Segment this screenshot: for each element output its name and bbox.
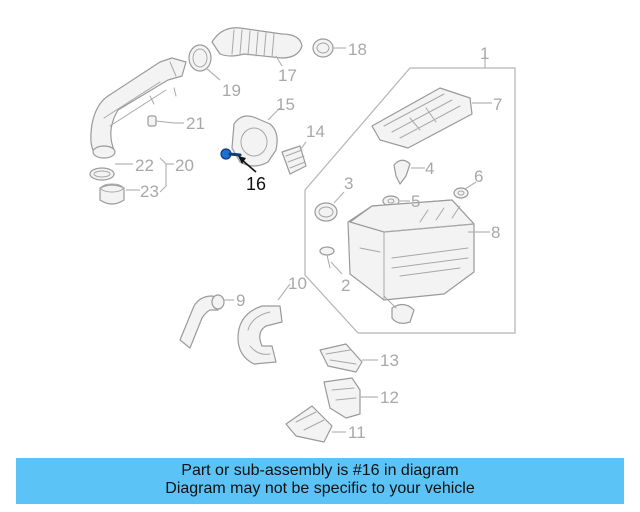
parts-diagram: 1 2 3 4 5 6 7 8 9 10 11 12 13 14 15 16 1… bbox=[89, 27, 516, 443]
callout-12: 12 bbox=[380, 388, 399, 407]
callout-15: 15 bbox=[276, 95, 295, 114]
callout-13: 13 bbox=[380, 351, 399, 370]
part-14-sleeve bbox=[281, 141, 307, 175]
part-13-cover bbox=[319, 343, 378, 373]
callout-1: 1 bbox=[480, 44, 489, 63]
callout-21: 21 bbox=[186, 114, 205, 133]
callout-3: 3 bbox=[344, 174, 353, 193]
callout-22: 22 bbox=[135, 156, 154, 175]
callout-4: 4 bbox=[425, 159, 434, 178]
callout-7: 7 bbox=[493, 95, 502, 114]
part-22-clamp bbox=[89, 167, 115, 181]
callout-11: 11 bbox=[348, 423, 366, 442]
part-12-bracket bbox=[323, 377, 378, 419]
part-20-intake-pipe bbox=[90, 57, 187, 159]
callout-18: 18 bbox=[348, 40, 367, 59]
callout-14: 14 bbox=[306, 122, 325, 141]
part-6-grommet bbox=[453, 181, 477, 199]
part-3-seal-ring bbox=[314, 191, 345, 222]
part-9-hose bbox=[179, 294, 234, 349]
callout-10: 10 bbox=[288, 274, 307, 293]
air-cleaner-assembly-outline bbox=[304, 55, 516, 334]
callout-5: 5 bbox=[411, 192, 420, 211]
callout-16: 16 bbox=[246, 174, 266, 194]
part-23-seal bbox=[99, 183, 125, 205]
callout-23: 23 bbox=[140, 182, 159, 201]
part-20-22-23-leaders bbox=[115, 157, 174, 193]
part-18-hose-clamp bbox=[312, 38, 346, 58]
part-7-upper-cover bbox=[371, 87, 492, 149]
banner-line-part-number: Part or sub-assembly is #16 in diagram bbox=[181, 462, 459, 479]
part-8-air-cleaner-housing bbox=[347, 199, 490, 324]
part-19-hose-clamp bbox=[188, 44, 221, 81]
part-17-intake-hose bbox=[211, 27, 303, 67]
callout-19: 19 bbox=[222, 81, 241, 100]
callout-8: 8 bbox=[491, 223, 500, 242]
callout-9: 9 bbox=[236, 291, 245, 310]
callout-2: 2 bbox=[341, 276, 350, 295]
callout-17: 17 bbox=[278, 66, 297, 85]
part-2-screw bbox=[319, 246, 343, 275]
part-4-fitting bbox=[393, 159, 425, 185]
part-10-air-duct bbox=[237, 283, 291, 365]
part-5-grommet bbox=[382, 195, 410, 207]
part-16-screw-highlighted bbox=[220, 148, 257, 173]
callout-6: 6 bbox=[474, 167, 483, 186]
info-banner: Part or sub-assembly is #16 in diagram D… bbox=[16, 458, 624, 504]
callout-20: 20 bbox=[175, 156, 194, 175]
part-21-bolt bbox=[147, 115, 184, 127]
banner-line-disclaimer: Diagram may not be specific to your vehi… bbox=[165, 480, 475, 497]
part-11-bracket bbox=[285, 405, 346, 443]
